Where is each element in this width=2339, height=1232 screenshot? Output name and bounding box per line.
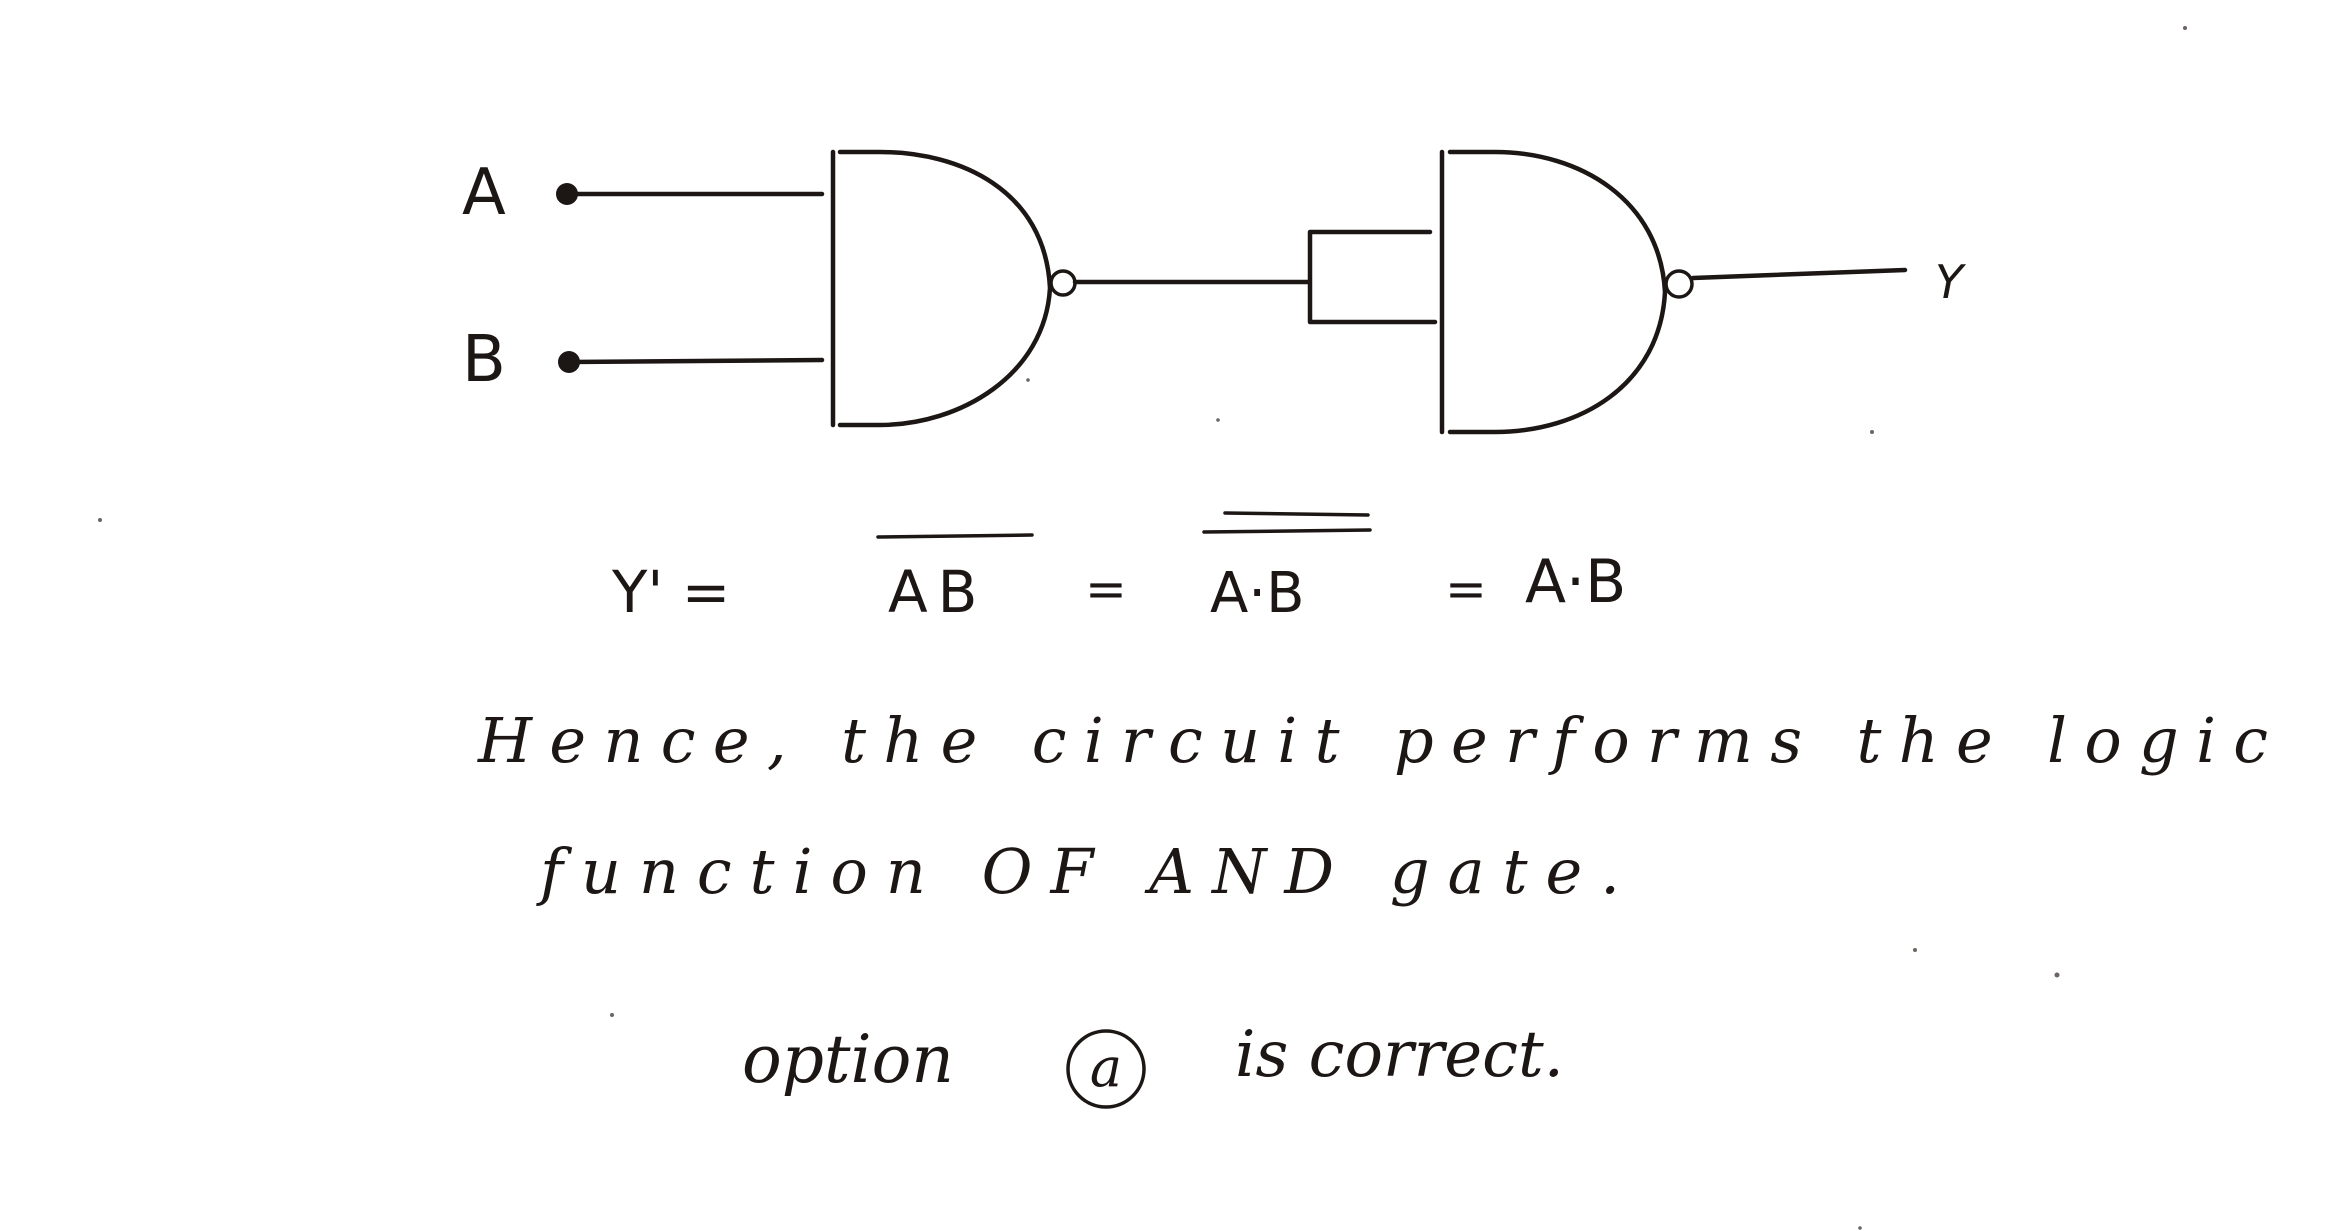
input-label-b: B bbox=[462, 323, 506, 397]
answer-prefix: option bbox=[742, 1021, 954, 1098]
answer-choice-letter: a bbox=[1090, 1036, 1122, 1099]
equation-term2: A·B bbox=[1210, 561, 1305, 626]
conclusion-line-1: Hence, the circuit performs the logic bbox=[477, 704, 2268, 777]
equation-eq2: = bbox=[1085, 560, 1127, 618]
output-wire bbox=[1690, 267, 1908, 281]
answer-choice-circle bbox=[1066, 1029, 1146, 1109]
equation-term3: A·B bbox=[1525, 547, 1626, 617]
output-label-y: Y bbox=[1935, 255, 1967, 309]
nand-gate-2 bbox=[1439, 149, 1694, 435]
input-label-a: A bbox=[462, 156, 506, 230]
paper-specks bbox=[98, 26, 2187, 1230]
nand-gate-1 bbox=[830, 149, 1077, 428]
conclusion: Hence, the circuit performs the logic fu… bbox=[477, 704, 2268, 1109]
equation-term1: AB bbox=[888, 558, 987, 626]
logic-circuit: A B Y bbox=[462, 149, 1967, 435]
equation-lhs: Y' = bbox=[611, 558, 730, 626]
input-wire-b bbox=[566, 357, 825, 365]
overbar-term2-outer bbox=[1223, 511, 1370, 517]
answer-suffix: is correct. bbox=[1235, 1018, 1564, 1092]
conclusion-line-2: function OF AND gate. bbox=[536, 835, 1620, 908]
tied-inputs-wire bbox=[1307, 229, 1438, 325]
boolean-equation: Y' = AB = A·B = A·B bbox=[611, 511, 1626, 626]
overbar-term1 bbox=[876, 533, 1034, 539]
inversion-bubble-2 bbox=[1664, 269, 1694, 299]
overbar-term2-inner bbox=[1202, 528, 1372, 534]
equation-eq3: = bbox=[1445, 560, 1487, 618]
inversion-bubble-1 bbox=[1049, 269, 1077, 297]
